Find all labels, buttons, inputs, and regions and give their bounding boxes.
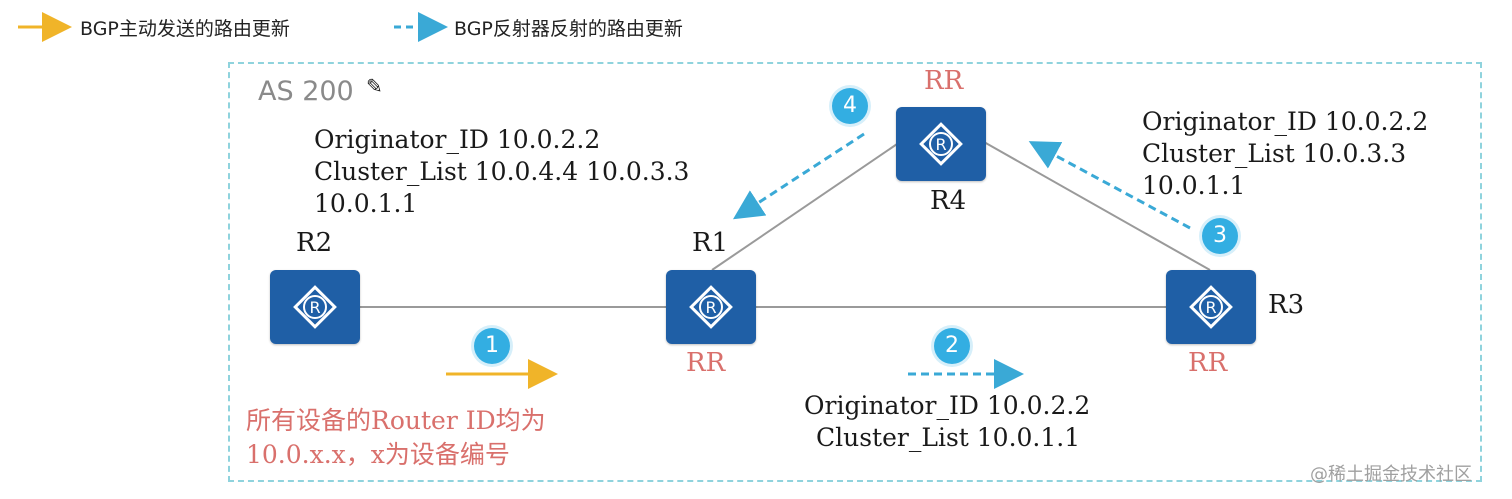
router-r1-rr-label: RR xyxy=(686,348,726,378)
update-3-attributes: Originator_ID 10.0.2.2 Cluster_List 10.0… xyxy=(1142,106,1428,202)
link-r4-r3 xyxy=(983,141,1211,271)
update-2-attributes: Originator_ID 10.0.2.2 Cluster_List 10.0… xyxy=(804,390,1090,454)
watermark: @稀土掘金技术社区 xyxy=(1310,464,1472,485)
update-3-cluster-cont: 10.0.1.1 xyxy=(1142,171,1246,200)
router-r4-icon: R xyxy=(896,107,986,181)
svg-text:R: R xyxy=(1205,298,1216,317)
update-3-badge: 3 xyxy=(1202,218,1238,254)
router-id-note-line2: 10.0.x.x，x为设备编号 xyxy=(246,440,510,469)
router-r2-icon: R xyxy=(270,270,360,344)
router-r3-icon: R xyxy=(1166,270,1256,344)
router-r1-label: R1 xyxy=(692,228,729,258)
router-id-note: 所有设备的Router ID均为 10.0.x.x，x为设备编号 xyxy=(246,404,546,472)
router-r1-icon: R xyxy=(666,270,756,344)
link-r1-r4 xyxy=(711,141,901,271)
update-4-cluster-cont: 10.0.1.1 xyxy=(314,189,418,218)
update-3-originator: Originator_ID 10.0.2.2 xyxy=(1142,107,1429,136)
router-r4-label: R4 xyxy=(930,186,967,216)
legend-dashed-label: BGP反射器反射的路由更新 xyxy=(454,18,683,40)
update-3-arrow xyxy=(1028,141,1191,230)
as-label: AS 200 xyxy=(258,76,354,107)
update-3-cluster: Cluster_List 10.0.3.3 xyxy=(1142,139,1407,168)
update-4-attributes: Originator_ID 10.0.2.2 Cluster_List 10.0… xyxy=(314,124,689,220)
legend-solid-label: BGP主动发送的路由更新 xyxy=(80,18,290,40)
update-4-cluster: Cluster_List 10.0.4.4 10.0.3.3 xyxy=(314,157,690,186)
update-2-badge: 2 xyxy=(934,328,970,364)
update-2-originator: Originator_ID 10.0.2.2 xyxy=(804,391,1091,420)
update-1-badge: 1 xyxy=(474,328,510,364)
update-4-originator: Originator_ID 10.0.2.2 xyxy=(314,125,601,154)
pen-cursor-icon: ✎ xyxy=(366,74,383,98)
as-boundary xyxy=(228,62,1482,482)
update-2-cluster: Cluster_List 10.0.1.1 xyxy=(816,423,1081,452)
router-r3-label: R3 xyxy=(1268,290,1305,320)
svg-text:R: R xyxy=(935,135,946,154)
svg-text:R: R xyxy=(309,298,320,317)
update-4-badge: 4 xyxy=(832,88,868,124)
router-id-note-line1: 所有设备的Router ID均为 xyxy=(246,406,546,435)
router-r3-rr-label: RR xyxy=(1188,348,1228,378)
svg-text:R: R xyxy=(705,298,716,317)
router-r2-label: R2 xyxy=(296,228,333,258)
router-r4-rr-label: RR xyxy=(924,66,964,96)
